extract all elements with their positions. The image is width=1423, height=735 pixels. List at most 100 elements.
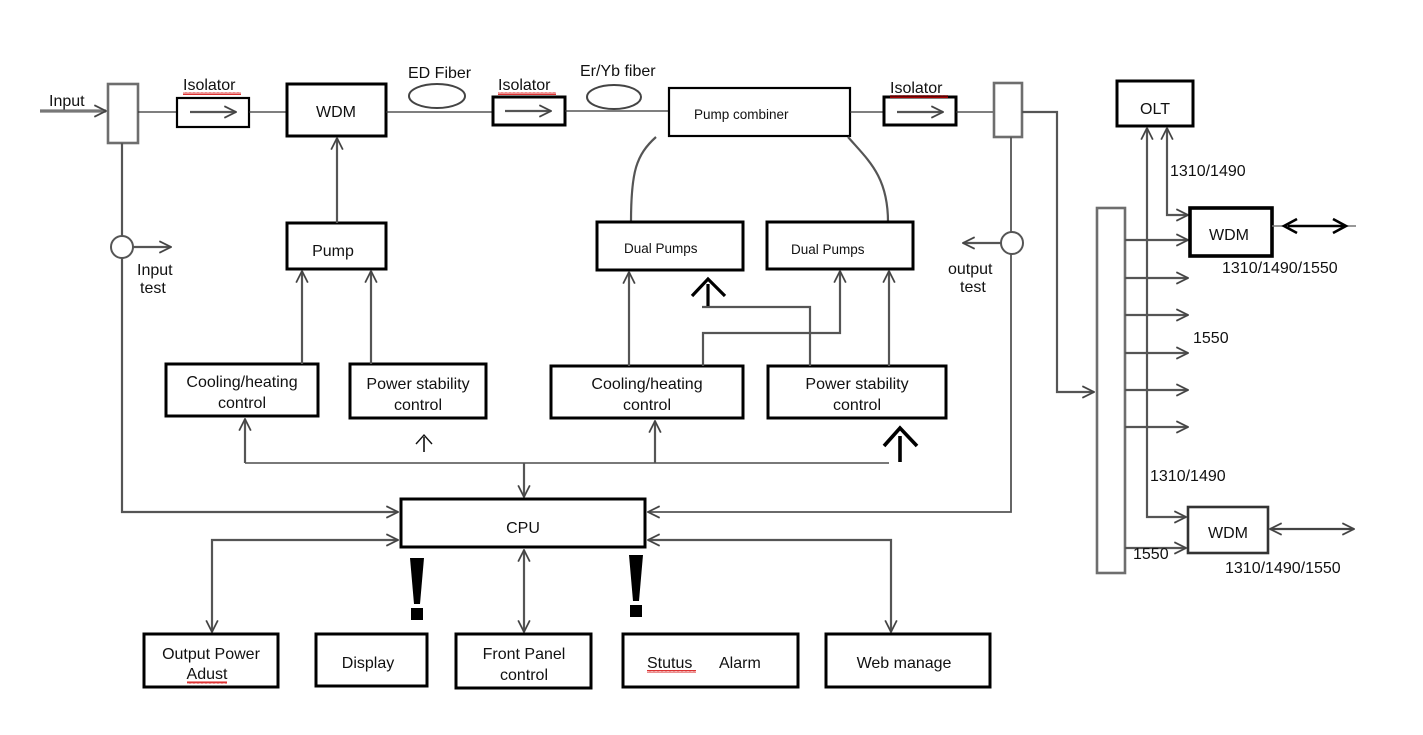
dual-pumps-right-box — [765, 220, 915, 271]
power-left-line2: control — [394, 397, 442, 414]
olt-link-label: 1310/1490 — [1170, 163, 1246, 180]
wdm-top: WDM 1310/1490/1550 — [1188, 206, 1356, 277]
output-test: output test — [648, 137, 1024, 512]
arrow-up-icon — [882, 425, 919, 448]
ed-fiber-label: ED Fiber — [408, 65, 472, 82]
output-power-line1: Output Power — [162, 646, 261, 663]
input-test: Input test — [110, 143, 398, 512]
web-manage-label: Web manage — [857, 655, 952, 672]
olt: OLT — [1115, 79, 1195, 128]
arrow-up-icon — [690, 276, 727, 298]
power-right-line1: Power stability — [805, 376, 908, 393]
optical-splitter — [1095, 206, 1127, 575]
pump-combiner-label: Pump combiner — [694, 107, 789, 122]
olt-label: OLT — [1140, 101, 1170, 118]
wdm-top-label: WDM — [1209, 227, 1249, 244]
input-label: Input — [49, 93, 85, 110]
splitter-outputs — [1125, 240, 1188, 548]
power-to-dual-pump-left-line — [702, 305, 812, 366]
controls-left: Cooling/heating control Power stability … — [164, 271, 488, 420]
isolator-1: Isolator — [175, 77, 251, 129]
isolator-3: Isolator — [882, 80, 958, 127]
status-label: Stutus — [647, 655, 692, 672]
status-alarm-box — [621, 632, 800, 689]
signal-chain: Input Isolator WDM ED Fiber Isolator Er/… — [40, 63, 1094, 392]
dual-pumps-left-label: Dual Pumps — [624, 241, 698, 256]
eryb-fiber-coil-icon — [586, 84, 642, 110]
power-left-line1: Power stability — [366, 376, 469, 393]
spellcheck-underline — [890, 95, 948, 98]
wdm-bottom-output-label: 1310/1490/1550 — [1225, 560, 1341, 577]
cooling-heating-left-box — [164, 362, 320, 418]
cpu-label: CPU — [506, 520, 540, 537]
eryb-fiber-label: Er/Yb fiber — [580, 63, 656, 80]
front-panel-line2: control — [500, 667, 548, 684]
pump-combiner-box — [667, 86, 852, 138]
output-test-label-line2: test — [960, 279, 986, 296]
output-power-line2: Adust — [187, 666, 228, 683]
combiner-right-fiber — [847, 136, 890, 223]
wdm-top-output-label: 1310/1490/1550 — [1222, 260, 1338, 277]
cpu-web-manage-link — [648, 540, 891, 632]
cooling-left-line2: control — [218, 395, 266, 412]
input-test-to-cpu-line — [120, 143, 398, 512]
spellcheck-underline — [498, 92, 556, 95]
input-test-label-line1: Input — [137, 262, 173, 279]
wdm-main-box — [285, 82, 388, 138]
web-manage-box — [824, 632, 992, 689]
cpu-output-power-link — [212, 540, 398, 632]
cooling-right-line1: Cooling/heating — [591, 376, 702, 393]
alarm-label: Alarm — [719, 655, 761, 672]
control-bus — [245, 419, 919, 497]
cooling-heating-right-box — [549, 364, 745, 420]
exclamation-mark-icon — [629, 555, 643, 617]
isolator-2-label: Isolator — [498, 77, 551, 94]
exclamation-mark-icon — [410, 558, 424, 620]
spellcheck-underline — [647, 670, 696, 673]
wdm-main: WDM — [285, 82, 388, 138]
arrow-right-icon — [1332, 217, 1349, 235]
controls-right: Cooling/heating control Power stability … — [549, 271, 948, 420]
arrow-left-icon — [1281, 217, 1298, 235]
spellcheck-underline — [183, 92, 241, 95]
arrow-up-icon — [415, 433, 433, 445]
wdm-main-label: WDM — [316, 104, 356, 121]
cpu-box — [399, 497, 647, 549]
pump-combiner: Pump combiner — [667, 86, 852, 138]
olt-to-wdm-bottom-link — [1147, 128, 1186, 517]
display: Display — [314, 632, 429, 688]
output-test-to-cpu-line — [648, 137, 1012, 512]
front-panel-box — [454, 632, 593, 690]
wdm-bottom: WDM 1550 1310/1490/1550 — [1133, 505, 1354, 577]
wdm-bottom-upstream-label: 1310/1490 — [1150, 468, 1226, 485]
olt-to-wdm-top-link — [1167, 128, 1188, 215]
web-manage: Web manage — [824, 632, 992, 689]
output-power-box — [142, 632, 280, 689]
wdm-bottom-box — [1186, 505, 1270, 555]
input-tap-circle-icon — [110, 235, 134, 259]
isolator-1-label: Isolator — [183, 77, 236, 94]
display-label: Display — [342, 655, 394, 672]
wdm-bottom-1550-label: 1550 — [1133, 546, 1169, 563]
power-stability-right-box — [766, 364, 948, 420]
output-coupler — [992, 81, 1024, 139]
distribution-network: OLT 1310/1490 1550 WDM 1310/1490/1550 13… — [1095, 79, 1356, 577]
display-box — [314, 632, 429, 688]
cpu: CPU — [399, 497, 647, 549]
output-tap-circle-icon — [1000, 231, 1024, 255]
ed-fiber-coil-icon — [408, 83, 466, 109]
status-alarm: Stutus Alarm — [621, 632, 800, 689]
front-panel-line1: Front Panel — [483, 646, 566, 663]
combiner-left-fiber — [629, 136, 657, 223]
peripherals: Output Power Adust Display Front Panel c… — [142, 540, 992, 690]
power-stability-left-box — [348, 362, 488, 420]
isolator-3-label: Isolator — [890, 80, 943, 97]
input-coupler — [106, 82, 140, 145]
input-test-label-line2: test — [140, 280, 166, 297]
dual-pumps-right-label: Dual Pumps — [791, 242, 865, 257]
pump-box — [285, 221, 388, 271]
isolator-2: Isolator — [491, 77, 567, 127]
cooling-left-line1: Cooling/heating — [186, 374, 297, 391]
cooling-to-dual-pump-right-arrow — [701, 271, 840, 366]
